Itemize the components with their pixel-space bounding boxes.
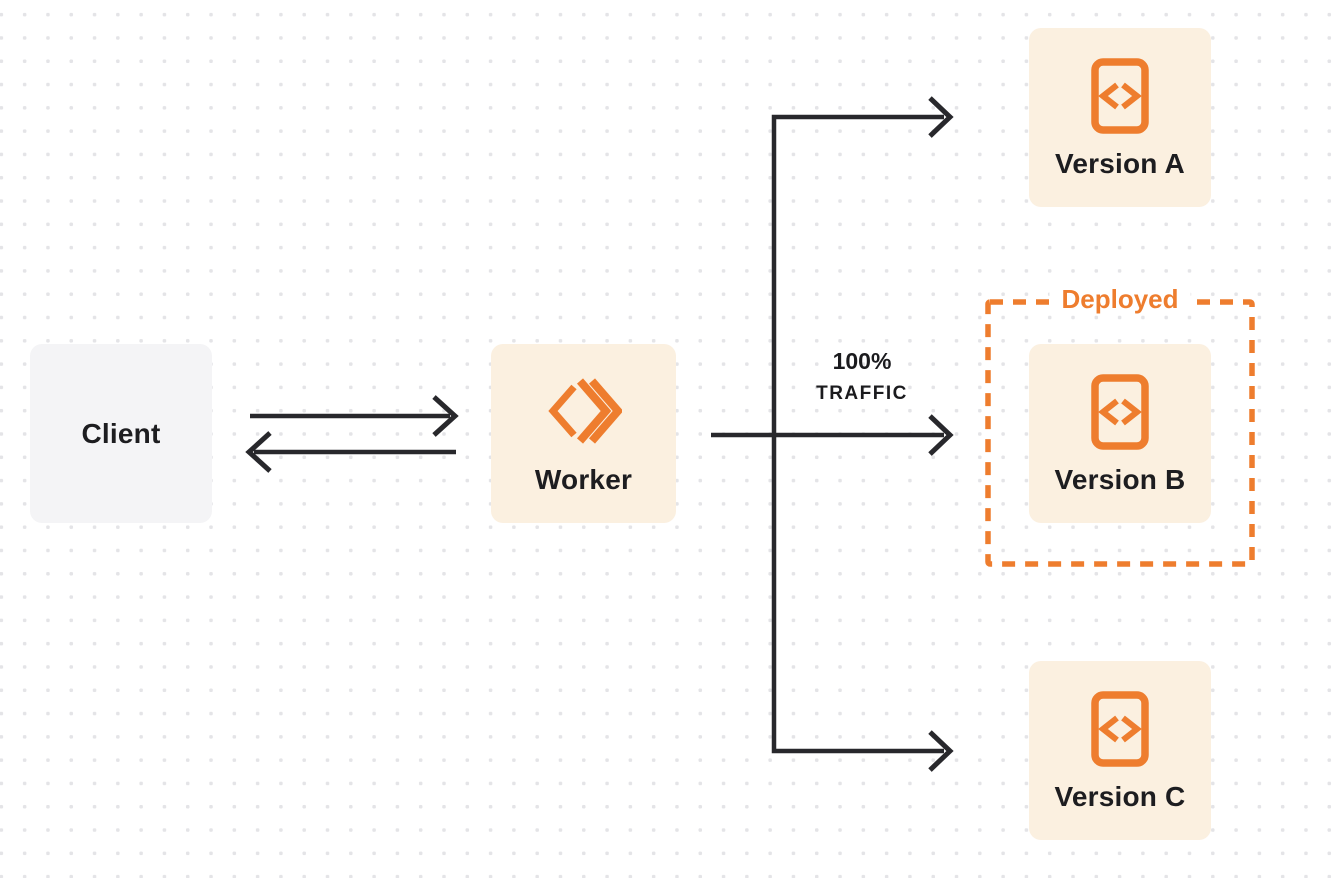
version-a-label: Version A: [1055, 147, 1185, 179]
code-file-icon: [1091, 373, 1149, 450]
arrow-client-to-worker: [250, 395, 459, 437]
version-a-node: Version A: [1029, 28, 1211, 207]
version-c-node: Version C: [1029, 661, 1211, 840]
code-file-icon: [1091, 57, 1149, 134]
arrow-worker-to-version-b: [711, 414, 954, 456]
client-label: Client: [81, 417, 161, 449]
traffic-label: 100% TRAFFIC: [772, 347, 952, 408]
deployed-frame-border: [985, 299, 1255, 567]
worker-node: Worker: [491, 344, 676, 523]
arrow-to-version-c: [928, 730, 954, 772]
arrow-to-version-a: [928, 96, 954, 138]
code-file-icon: [1091, 690, 1149, 767]
version-c-label: Version C: [1054, 780, 1186, 812]
traffic-word: TRAFFIC: [816, 383, 908, 404]
client-node: Client: [30, 344, 212, 523]
deployed-frame: Deployed: [985, 283, 1255, 567]
worker-logo-icon: [546, 374, 622, 448]
version-b-node: Version B: [1029, 344, 1211, 523]
version-b-label: Version B: [1054, 463, 1186, 495]
worker-label: Worker: [534, 463, 633, 495]
arrow-worker-to-client: [245, 431, 456, 473]
deployed-label: Deployed: [1049, 283, 1191, 315]
traffic-percent: 100%: [832, 348, 892, 374]
